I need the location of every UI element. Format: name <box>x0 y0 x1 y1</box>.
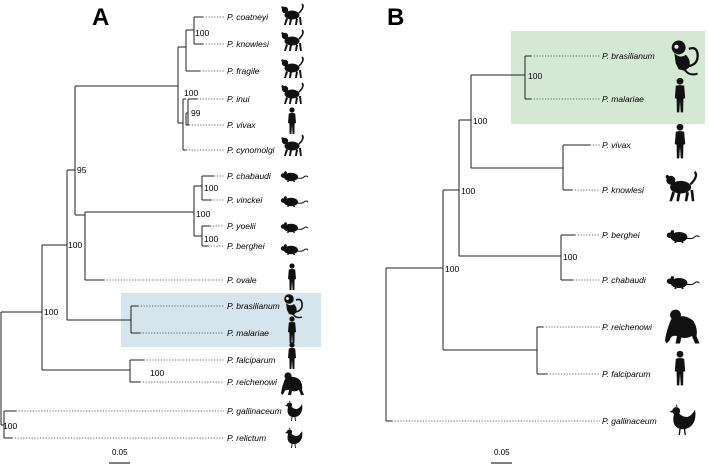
taxon-labels: P. brasilianum P. malariae P. vivax P. k… <box>602 51 657 426</box>
taxon-label: P. malariae <box>602 94 644 104</box>
monkey-icon <box>280 134 304 157</box>
panel-a: A <box>0 3 321 464</box>
taxon-label: P. brasilianum <box>602 51 655 61</box>
taxon-label: P. chabaudi <box>227 171 272 181</box>
rodent-icon <box>666 275 700 290</box>
support-value: 100 <box>196 209 210 219</box>
taxon-label: P. falciparum <box>227 355 276 365</box>
support-value: 100 <box>44 307 58 317</box>
taxon-label: P. gallinaceum <box>227 406 282 416</box>
support-value: 100 <box>204 234 218 244</box>
taxon-label: P. cynomolgi <box>227 145 276 155</box>
support-value: 95 <box>77 165 87 175</box>
taxon-label: P. ovale <box>227 275 257 285</box>
monkey-icon <box>280 3 304 26</box>
taxon-label: P. berghei <box>602 230 641 240</box>
monkey-icon <box>280 29 304 52</box>
support-value: 100 <box>68 240 82 250</box>
scale-bar-label: 0.05 <box>112 448 128 457</box>
taxon-label: P. brasilianum <box>227 301 280 311</box>
taxon-label: P. vivax <box>602 140 631 150</box>
taxon-label: P. knowlesi <box>227 39 270 49</box>
panel-b: B P. brasilianum P. malariae <box>385 4 705 464</box>
rodent-icon <box>280 195 309 208</box>
leader-lines <box>392 55 600 422</box>
support-value: 100 <box>461 186 475 196</box>
taxon-label: P. relictum <box>227 433 266 443</box>
taxon-label: P. coatneyi <box>227 12 269 22</box>
taxon-label: P. chabaudi <box>602 275 647 285</box>
taxon-label: P. reichenowi <box>602 322 653 332</box>
support-value: 100 <box>563 252 577 262</box>
human-icon <box>674 123 686 159</box>
rodent-icon <box>280 170 309 183</box>
support-value: 100 <box>184 88 198 98</box>
support-value: 100 <box>528 71 542 81</box>
human-icon <box>288 107 296 134</box>
taxon-label: P. vivax <box>227 120 256 130</box>
support-value: 100 <box>3 421 17 431</box>
support-value: 99 <box>191 108 201 118</box>
taxon-label: P. malariae <box>227 328 269 338</box>
scale-bar: 0.05 <box>109 448 130 464</box>
leader-lines <box>12 16 224 439</box>
human-icon <box>674 350 686 386</box>
tree-branches <box>385 55 590 422</box>
rodent-icon <box>666 229 700 244</box>
panel-letter: A <box>92 4 109 31</box>
scale-bar: 0.05 <box>491 448 512 464</box>
monkey-icon <box>664 170 698 203</box>
chimpanzee-icon <box>281 372 304 395</box>
chicken-icon <box>668 403 697 436</box>
chicken-icon <box>284 400 303 422</box>
taxon-label: P. berghei <box>227 241 266 251</box>
support-value: 100 <box>150 368 164 378</box>
support-value: 100 <box>473 116 487 126</box>
monkey-icon <box>280 82 304 105</box>
scale-bar-label: 0.05 <box>494 448 510 457</box>
chicken-icon <box>284 427 303 449</box>
support-value: 100 <box>204 183 218 193</box>
rodent-icon <box>280 221 309 234</box>
rodent-icon <box>280 243 309 256</box>
monkey-icon <box>280 56 304 79</box>
taxon-label: P. falciparum <box>602 369 651 379</box>
support-values: 100 100 100 100 100 <box>445 71 577 274</box>
support-value: 100 <box>445 264 459 274</box>
taxon-labels: P. coatneyi P. knowlesi P. fragile P. in… <box>227 12 282 443</box>
taxon-label: P. vinckei <box>227 195 263 205</box>
taxon-label: P. fragile <box>227 66 260 76</box>
panel-letter: B <box>387 4 404 31</box>
taxon-label: P. reichenowi <box>227 377 278 387</box>
taxon-label: P. knowlesi <box>602 185 645 195</box>
taxon-label: P. gallinaceum <box>602 416 657 426</box>
taxon-label: P. yoelii <box>227 221 257 231</box>
host-icons <box>280 3 309 449</box>
taxon-label: P. inui <box>227 94 251 104</box>
tree-branches <box>0 16 214 439</box>
chimpanzee-icon <box>665 309 700 344</box>
support-values: 100 100 99 95 100 100 100 100 100 100 10… <box>3 28 218 431</box>
human-icon <box>288 263 296 290</box>
support-value: 100 <box>195 28 209 38</box>
